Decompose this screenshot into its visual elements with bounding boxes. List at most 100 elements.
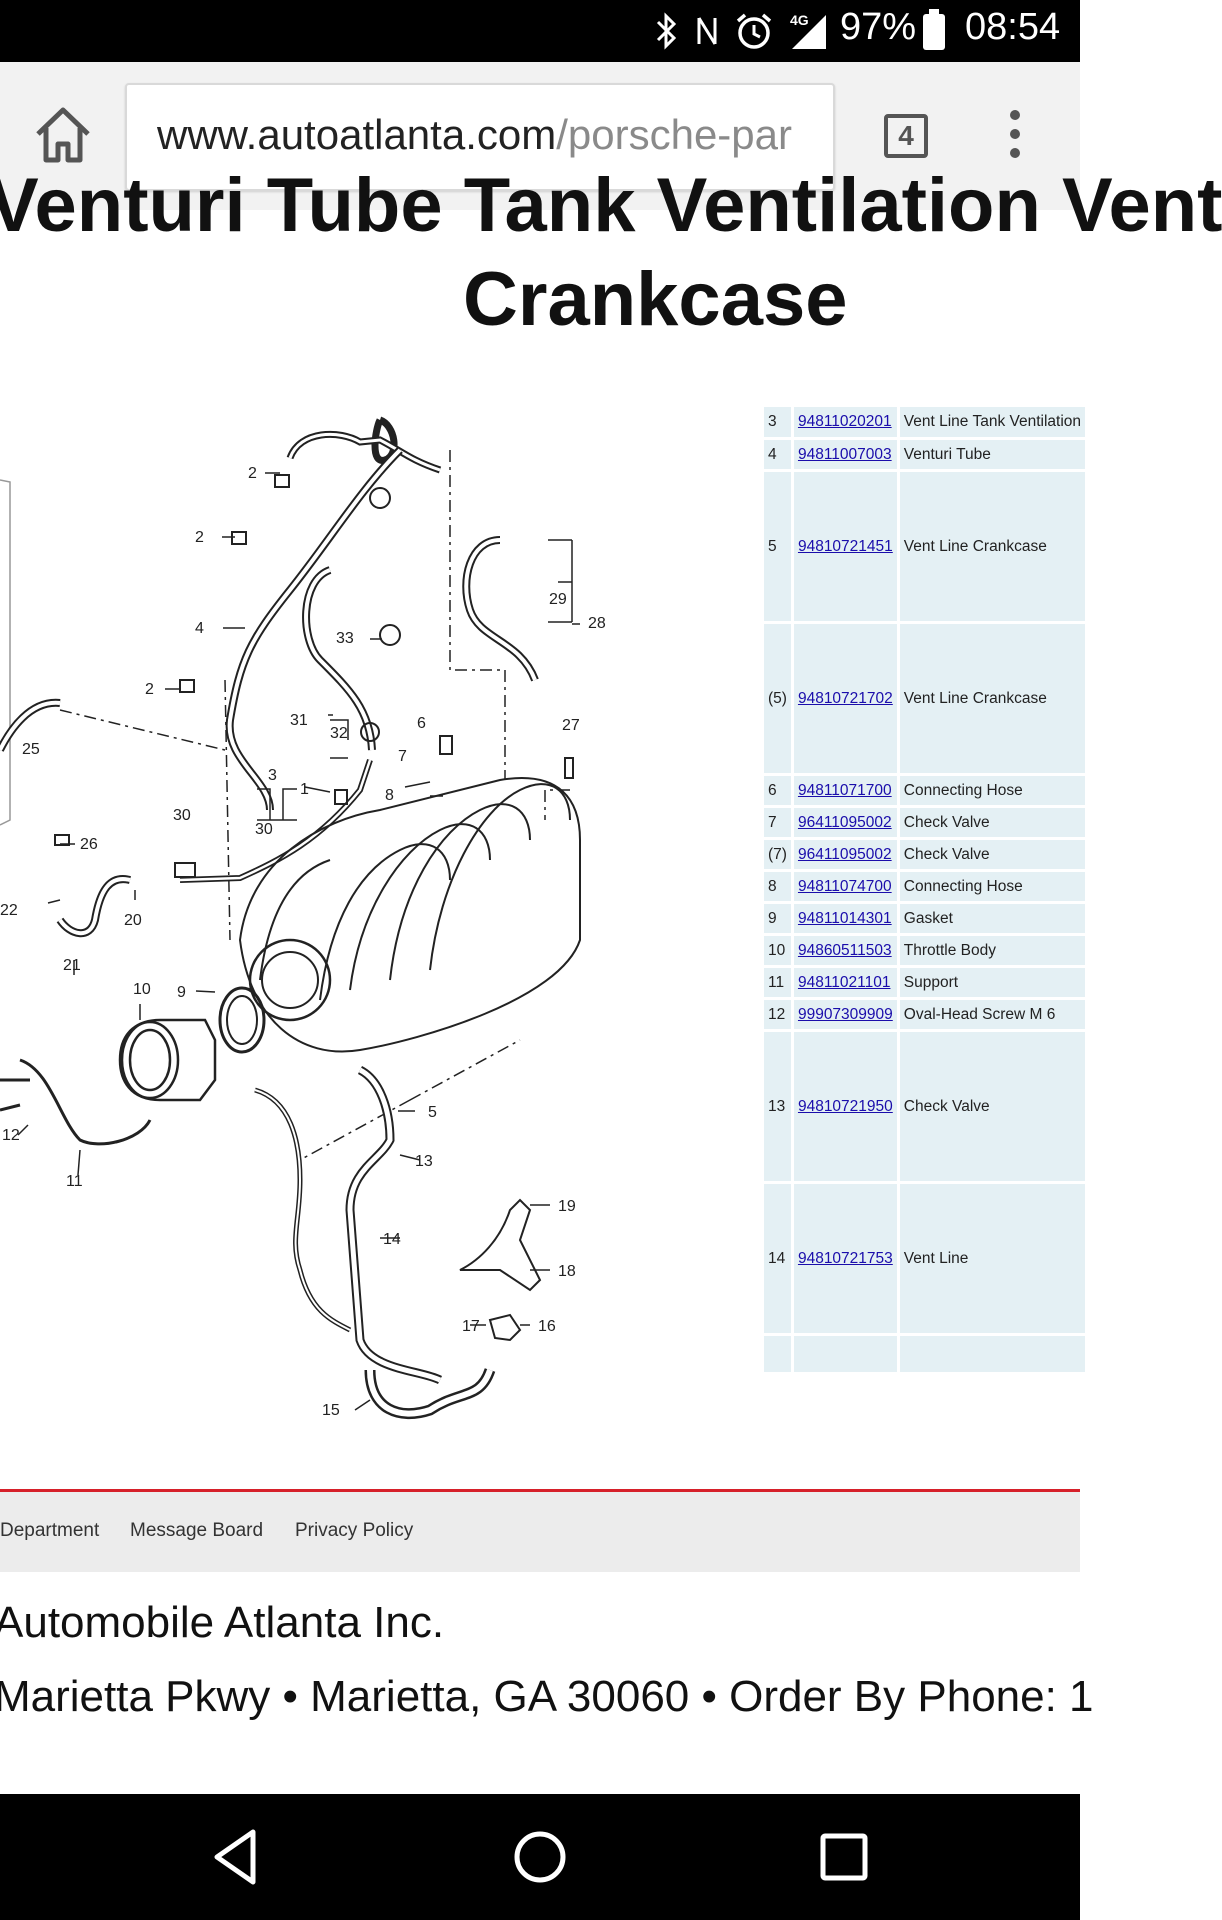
part-number-link[interactable]: 99907309909 [797,1005,893,1023]
clock: 08:54 [965,6,1061,48]
part-number-link[interactable]: 94811074700 [797,877,892,895]
part-num: 8 [764,872,791,901]
part-num: 6 [764,776,791,805]
diagram-label-2: 2 [195,529,204,546]
diagram-label-29: 29 [549,591,567,608]
diagram-label-4: 4 [195,620,204,637]
svg-text:4G: 4G [790,12,809,28]
diagram-label-6: 6 [417,715,426,732]
part-number-link[interactable]: 94810721753 [797,1249,893,1267]
part-desc: Vent Line [899,1184,1086,1333]
footer-link-message-board[interactable]: Message Board [130,1520,264,1541]
navigation-bar [0,1794,1080,1920]
recent-apps-icon[interactable] [811,1824,877,1890]
diagram-label-22: 22 [0,902,18,919]
part-desc: Check Valve [899,808,1086,837]
url-bar[interactable]: www.autoatlanta.com/porsche-par [125,83,835,191]
part-desc: Check Valve [899,1032,1086,1181]
diagram-label-16: 16 [538,1318,556,1335]
part-desc: Gasket [899,904,1086,933]
parts-table-viewport[interactable]: 3 94811020201 Vent Line Tank Ventilation 4… [764,407,1086,1392]
table-row: 3 94811020201 Vent Line Tank Ventilation [764,407,1086,437]
table-row [764,1336,1086,1372]
part-desc: Connecting Hose [899,776,1086,805]
diagram-label-30: 30 [255,821,273,838]
signal-4g-icon: 4G [790,12,826,49]
part-num: 4 [764,440,791,469]
part-desc: Connecting Hose [899,872,1086,901]
footer-link-privacy-policy[interactable]: Privacy Policy [295,1520,414,1541]
diagram-label-27: 27 [562,717,580,734]
diagram-label-15: 15 [322,1402,340,1419]
footer-link-department[interactable]: Department [0,1520,100,1541]
footer-links: Department Message Board Privacy Policy [0,1492,1080,1572]
part-number-link[interactable]: 94811020201 [797,413,892,430]
diagram-label-5: 5 [428,1104,437,1121]
part-num: 14 [764,1184,791,1333]
part-num: 10 [764,936,791,965]
part-desc: Venturi Tube [899,440,1086,469]
parts-table-body: 3 94811020201 Vent Line Tank Ventilation 4… [764,407,1086,1372]
table-row: 12 99907309909 Oval-Head Screw M 6 [764,1000,1086,1029]
part-number-link[interactable]: 94811071700 [797,781,892,799]
diagram-label-21: 21 [63,957,81,974]
diagram-label-30: 30 [173,807,191,824]
part-num: 3 [764,407,791,437]
diagram-label-2: 2 [248,465,257,482]
part-desc: Check Valve [899,840,1086,869]
overflow-menu-icon[interactable] [1005,110,1025,166]
table-row: 8 94811074700 Connecting Hose [764,872,1086,901]
diagram-label-33: 33 [336,630,354,647]
part-num: 5 [764,472,791,621]
part-number-link[interactable]: 94810721950 [797,1097,893,1115]
diagram-label-3: 3 [268,767,277,784]
diagram-label-11: 11 [66,1173,83,1190]
part-desc: Vent Line Tank Ventilation [899,407,1086,437]
home-circle-icon[interactable] [507,1824,573,1890]
part-desc [899,1336,1086,1372]
diagram-label-20: 20 [124,912,142,929]
home-icon[interactable] [30,102,96,168]
browser-toolbar: www.autoatlanta.com/porsche-par 4 [0,62,1080,210]
part-num: (5) [764,624,791,773]
back-icon[interactable] [203,1824,269,1890]
diagram-label-17: 17 [462,1318,480,1335]
url-text[interactable]: www.autoatlanta.com/porsche-par [157,111,792,159]
battery-percent: 97% [840,6,917,48]
status-bar: 4G 97% 08:54 [0,0,1080,62]
table-row: (5) 94810721702 Vent Line Crankcase [764,624,1086,773]
part-number-link[interactable]: 94860511503 [797,941,892,959]
table-row: 4 94811007003 Venturi Tube [764,440,1086,469]
part-number-link[interactable]: 94810721702 [797,689,893,707]
part-desc: Vent Line Crankcase [899,624,1086,773]
diagram-label-12: 12 [2,1127,20,1144]
table-row: 14 94810721753 Vent Line [764,1184,1086,1333]
bluetooth-icon [656,12,677,50]
page-title-line1: Venturi Tube Tank Ventilation Vent [0,163,1222,248]
part-number-link[interactable]: 94811014301 [797,909,892,927]
part-num [764,1336,791,1372]
diagram-label-13: 13 [415,1153,433,1170]
diagram-label-19: 19 [558,1198,576,1215]
part-number-link[interactable]: 96411095002 [797,845,892,863]
part-number-link[interactable]: 94811021101 [797,973,891,991]
diagram-label-7: 7 [398,748,407,765]
part-number-link[interactable]: 94811007003 [797,445,892,463]
part-num: 7 [764,808,791,837]
part-num: 12 [764,1000,791,1029]
part-desc: Oval-Head Screw M 6 [899,1000,1086,1029]
part-number-link[interactable]: 94810721451 [797,537,893,555]
diagram-label-25: 25 [22,741,40,758]
table-row: 11 94811021101 Support [764,968,1086,997]
diagram-label-14: 14 [383,1231,401,1248]
part-desc: Support [899,968,1086,997]
tab-switcher-button[interactable]: 4 [884,114,928,158]
part-number-link[interactable]: 96411095002 [797,813,892,831]
company-name: Automobile Atlanta Inc. [0,1598,445,1647]
part-num: 11 [764,968,791,997]
diagram-label-26: 26 [80,836,98,853]
parts-diagram: 2 2 2 4 33 29 28 31 32 6 7 8 27 25 3 30 … [0,416,606,1420]
